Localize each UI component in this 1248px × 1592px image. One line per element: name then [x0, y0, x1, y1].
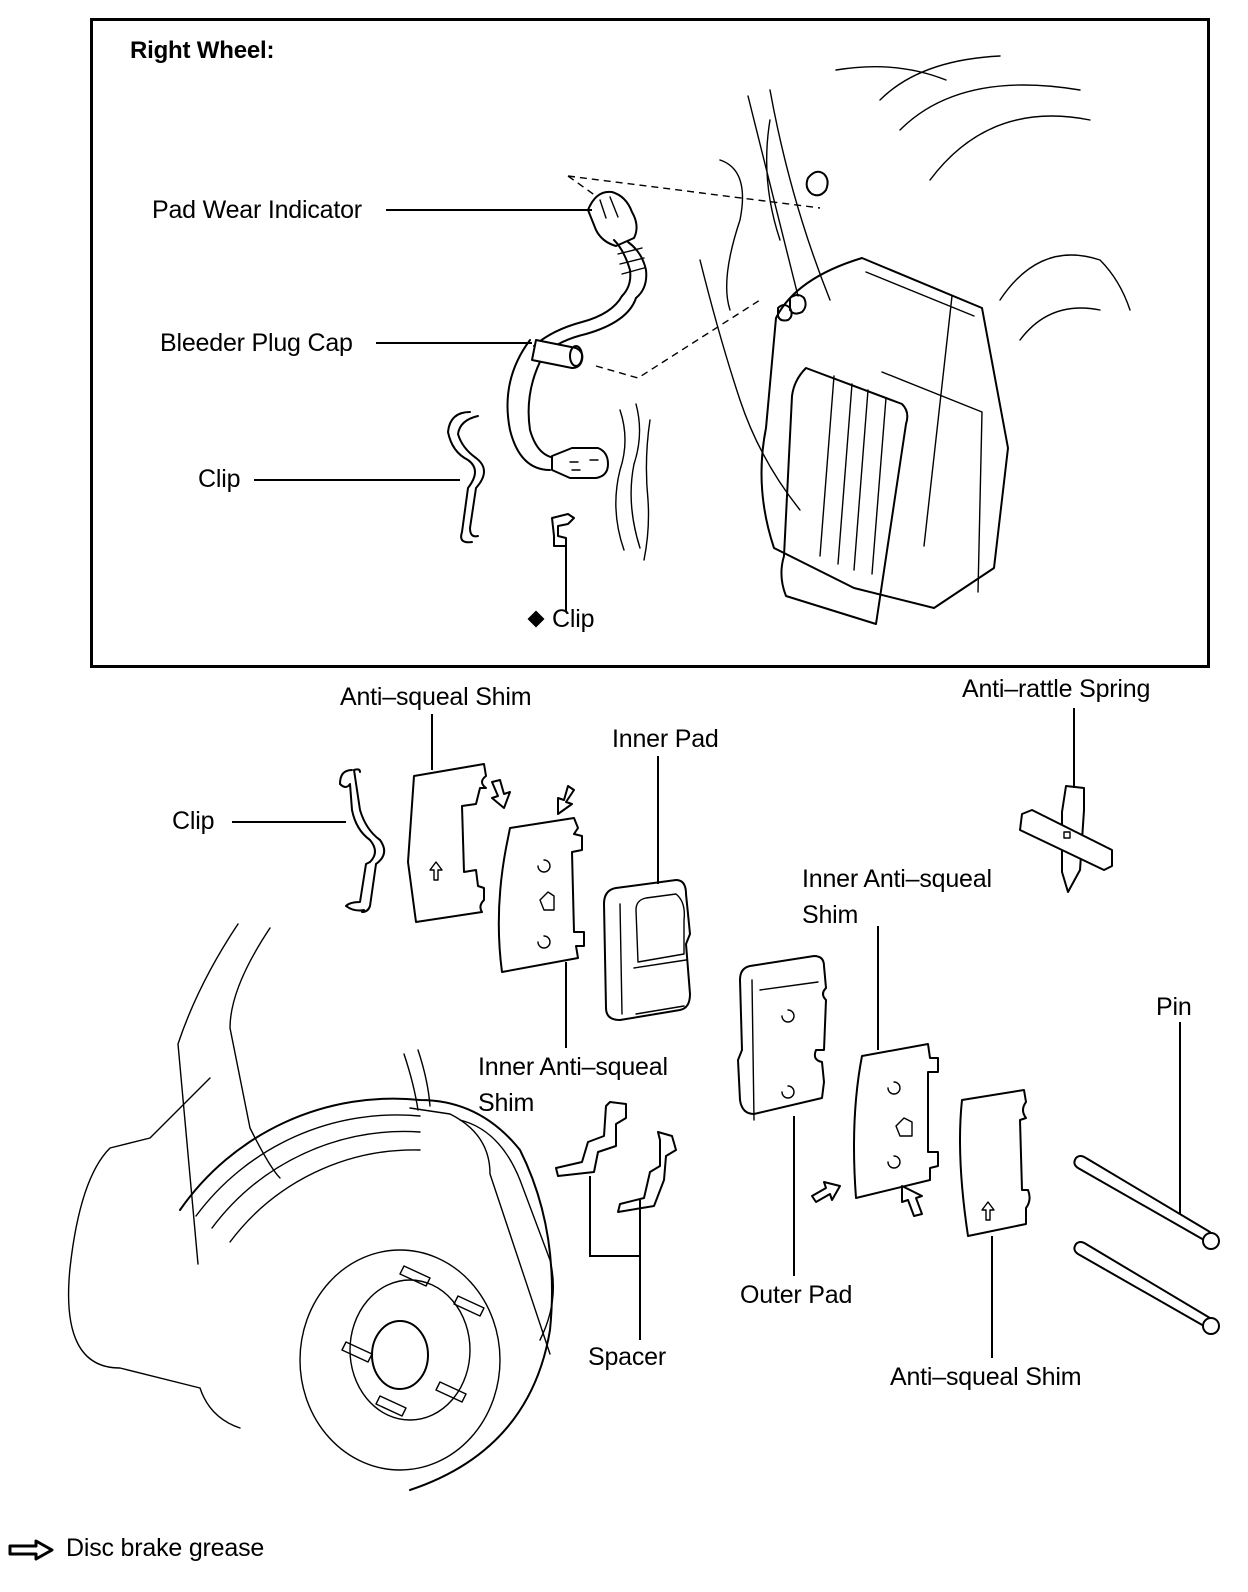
leader-lines	[232, 210, 1180, 1358]
label-clip-marked-text: Clip	[552, 605, 595, 633]
label-anti-squeal-shim-bottom: Anti–squeal Shim	[890, 1363, 1082, 1391]
section-title: Right Wheel:	[130, 37, 275, 64]
label-inner-anti-squeal-shim-right-l1: Inner Anti–squeal	[802, 865, 992, 893]
label-spacer: Spacer	[588, 1343, 667, 1371]
inner-anti-squeal-shim-right	[854, 1044, 938, 1198]
label-clip-marked: Clip	[527, 604, 595, 634]
anti-squeal-shim-top	[408, 764, 486, 922]
inner-anti-squeal-shim-left	[499, 818, 584, 972]
legend-text: Disc brake grease	[66, 1534, 265, 1562]
inset-clip-left	[448, 412, 484, 542]
grease-arrow-icon	[492, 780, 574, 814]
label-inner-anti-squeal-shim-left-l2: Shim	[478, 1089, 535, 1117]
pin-part	[1074, 1156, 1219, 1334]
label-inner-anti-squeal-shim-right-l2: Shim	[802, 901, 859, 929]
anti-squeal-shim-bottom	[960, 1090, 1030, 1236]
label-outer-pad: Outer Pad	[740, 1281, 853, 1309]
inset-clip-marked	[552, 514, 574, 546]
label-clip: Clip	[172, 807, 215, 835]
bleeder-plug-cap	[532, 340, 582, 368]
label-inner-anti-squeal-shim-left-l1: Inner Anti–squeal	[478, 1053, 668, 1081]
label-pad-wear-indicator: Pad Wear Indicator	[152, 196, 362, 224]
label-anti-squeal-shim-top: Anti–squeal Shim	[340, 683, 532, 711]
inset-caliper-assembly	[616, 56, 1130, 624]
label-anti-rattle-spring: Anti–rattle Spring	[962, 675, 1151, 703]
label-clip-inset: Clip	[198, 465, 241, 493]
label-inner-pad: Inner Pad	[612, 725, 719, 753]
anti-rattle-spring-part	[1020, 786, 1112, 892]
label-pin: Pin	[1156, 993, 1192, 1021]
diamond-bullet-icon	[527, 610, 545, 628]
inner-pad-part	[604, 880, 690, 1020]
disc-rotor-hub-assembly	[69, 924, 554, 1490]
outline-arrow-icon	[8, 1539, 54, 1561]
grease-arrow-icon	[812, 1182, 922, 1216]
right-wheel-inset-frame	[90, 18, 1210, 668]
clip-part	[340, 769, 384, 912]
label-bleeder-plug-cap: Bleeder Plug Cap	[160, 329, 353, 357]
spacer-part	[556, 1102, 676, 1212]
outer-pad-part	[738, 956, 826, 1120]
